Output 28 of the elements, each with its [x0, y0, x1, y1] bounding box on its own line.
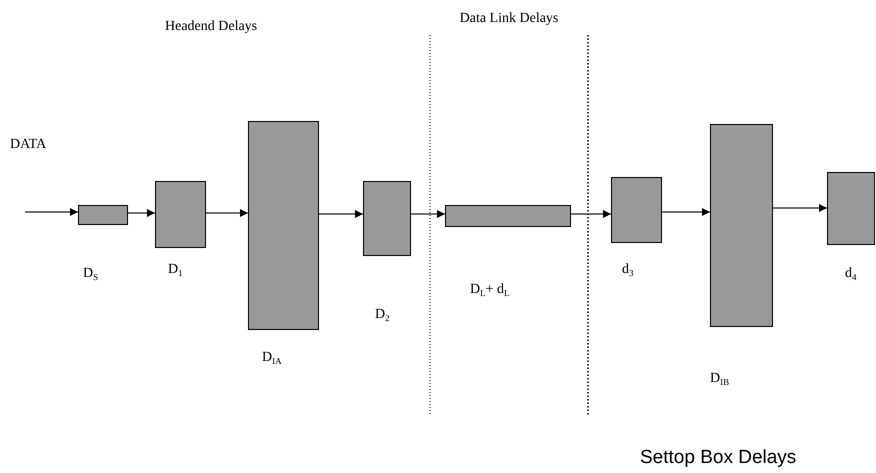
delay-block [611, 177, 662, 243]
delay-block [248, 121, 319, 330]
section-heading: Headend Delays [165, 18, 258, 36]
delay-label: D$_{1}$ [168, 262, 183, 279]
delay-block [155, 181, 206, 248]
delay-label: d$_{3}$ [622, 262, 634, 279]
delay-block [710, 124, 773, 327]
arrow [128, 209, 156, 217]
arrow [662, 208, 710, 216]
arrow [206, 209, 248, 217]
delay-block [78, 205, 128, 225]
delay-label: D$_{L}$+ d$_{L}$ [470, 282, 510, 299]
delay-label: d$_{4}$ [845, 266, 856, 283]
section-heading: Settop Box Delays [640, 446, 798, 470]
delay-block [445, 205, 571, 227]
delay-label: D$_{IA}$ [262, 350, 282, 367]
section-heading: Data Link Delays [458, 10, 560, 28]
delay-block [827, 172, 875, 245]
input-label: DATA [10, 136, 48, 154]
delay-block [363, 181, 411, 256]
arrow [24, 208, 78, 216]
arrow [772, 204, 828, 212]
delay-label: D$_{2}$ [375, 307, 390, 324]
delay-label: D$_{S}$ [83, 266, 98, 283]
delay-label: D$_{IB}$ [710, 371, 730, 388]
arrow [318, 210, 364, 218]
arrow [410, 210, 446, 218]
arrow [570, 210, 612, 218]
